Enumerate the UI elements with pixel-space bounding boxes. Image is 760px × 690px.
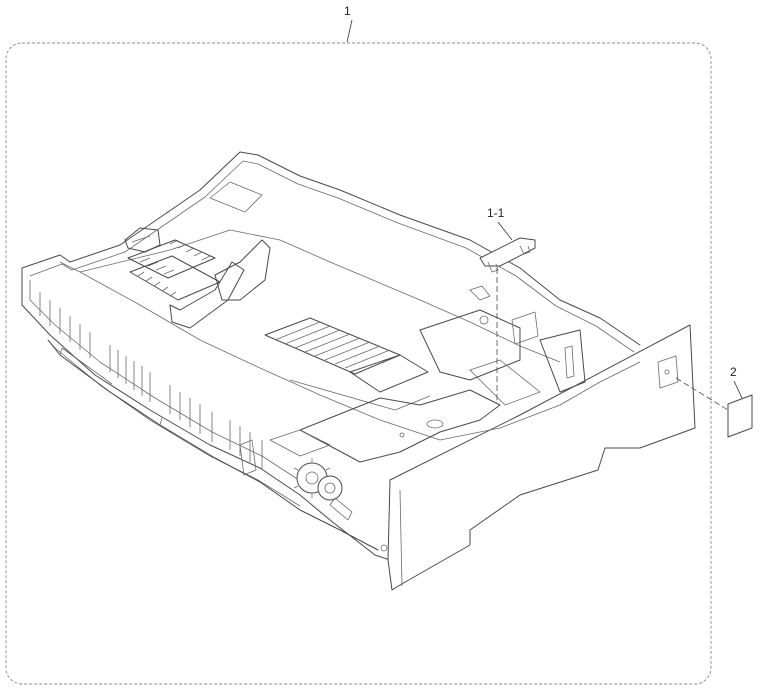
callout-leader-1-1 (497, 221, 513, 241)
callout-label-1: 1 (344, 4, 351, 18)
drive-gears (293, 458, 388, 552)
side-guide-left (169, 261, 245, 329)
side-guide-right (214, 239, 271, 301)
assembly-line-2 (675, 377, 729, 411)
callout-leader-1 (346, 19, 353, 43)
back-left-guide-lever (124, 227, 161, 253)
tray-front-panel (387, 324, 696, 591)
tray-back-wall (21, 151, 641, 346)
center-lift-plate (299, 389, 501, 463)
callout-label-2: 2 (730, 365, 737, 379)
part-1-1-release-lever (479, 237, 536, 273)
left-wall-ribs (39, 292, 263, 470)
paper-tray-assembly (21, 151, 696, 591)
callout-label-1-1: 1-1 (487, 206, 505, 220)
assembly-boundary-frame (5, 42, 712, 685)
tray-left-wall (21, 267, 391, 561)
callout-leader-2 (733, 380, 743, 399)
part-2-label-plate (727, 394, 753, 438)
roller-bank-center (264, 317, 431, 411)
